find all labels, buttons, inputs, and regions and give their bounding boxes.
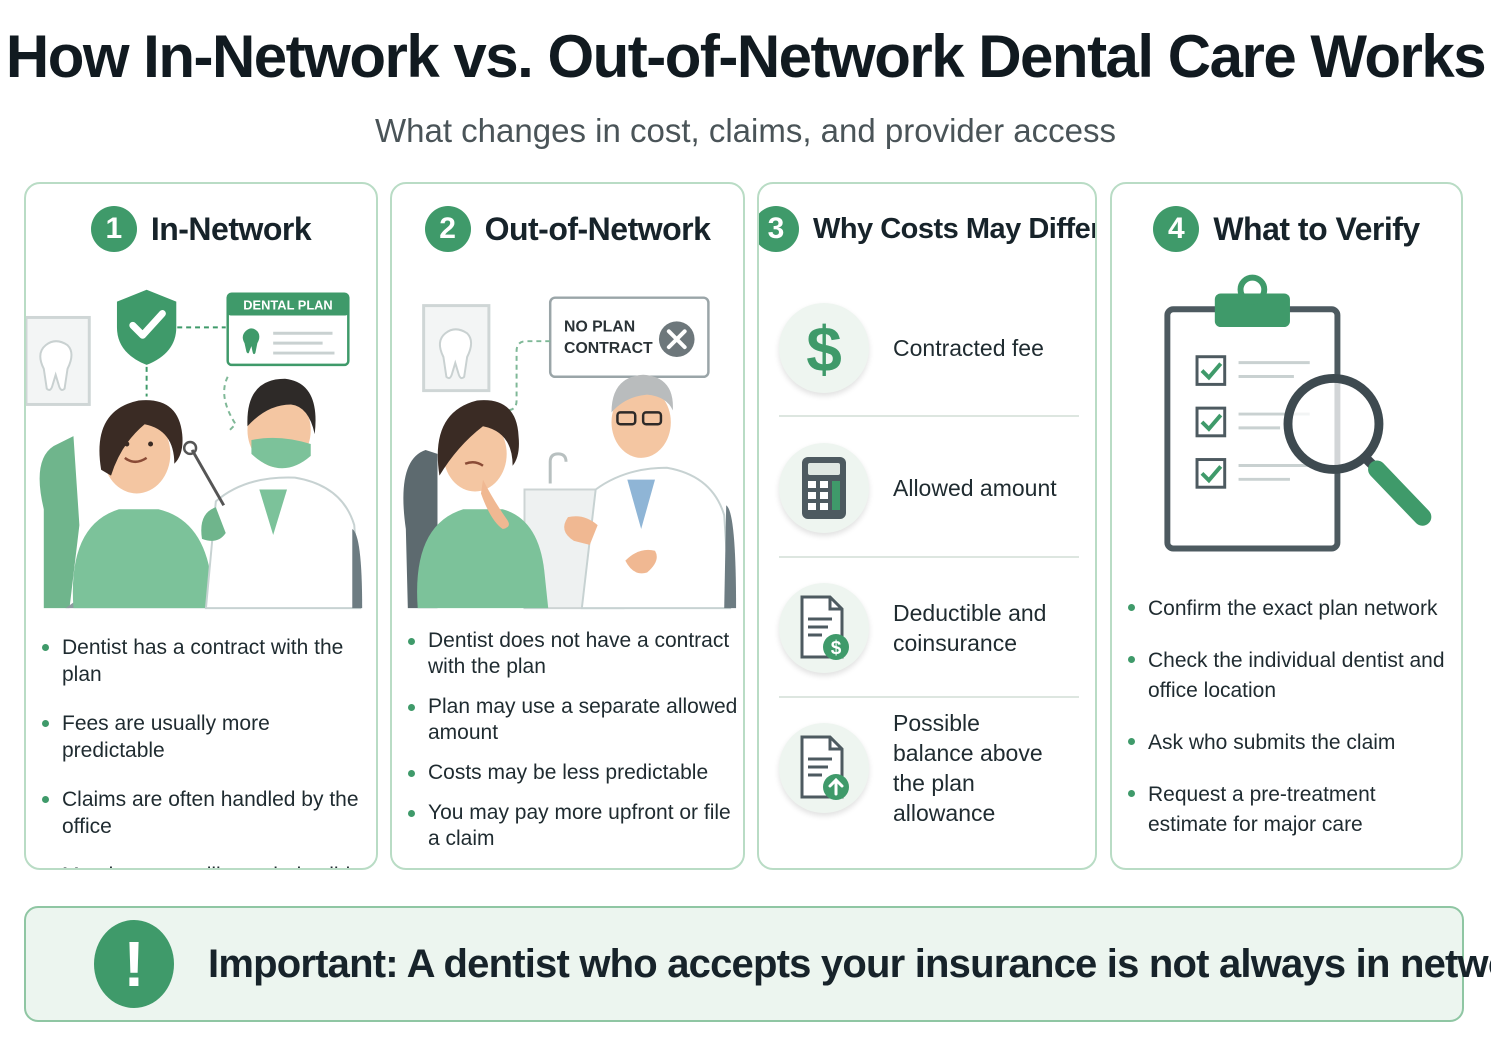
svg-text:$: $ xyxy=(831,638,842,659)
dentist xyxy=(580,466,732,610)
dental-chair xyxy=(39,436,80,609)
list-item: You may pay more upfront or file a claim xyxy=(406,800,738,852)
divider xyxy=(779,556,1079,558)
magnifier-icon xyxy=(1283,374,1432,526)
dental-plan-card: DENTAL PLAN xyxy=(226,292,350,367)
list-item: Costs may be less predictable xyxy=(406,760,738,786)
verify-bullets: Confirm the exact plan network Check the… xyxy=(1126,594,1458,862)
dental-plan-label: DENTAL PLAN xyxy=(243,298,332,313)
cost-item-contracted-fee: $ Contracted fee xyxy=(779,288,1079,408)
list-item: Confirm the exact plan network xyxy=(1126,594,1458,624)
list-item: Dentist has a contract with the plan xyxy=(40,634,372,688)
step-badge: 2 xyxy=(424,206,471,252)
list-item: Ask who submits the claim xyxy=(1126,728,1458,758)
svg-text:$: $ xyxy=(806,313,842,383)
panel-title: Why Costs May Differ xyxy=(812,212,1097,245)
card-line-1: NO PLAN xyxy=(564,318,635,335)
panel-header: 3 Why Costs May Differ xyxy=(759,206,1095,252)
clipboard-icon xyxy=(1164,274,1341,552)
page-subtitle: What changes in cost, claims, and provid… xyxy=(374,112,1116,149)
list-item: Fees are usually more predictable xyxy=(40,710,372,764)
list-item: Check the individual dentist and office … xyxy=(1126,646,1458,706)
panel-title: In-Network xyxy=(150,210,312,247)
page-title: How In-Network vs. Out-of-Network Dental… xyxy=(5,23,1487,90)
step-badge: 1 xyxy=(90,206,137,252)
panel-header: 1 In-Network xyxy=(26,206,376,252)
panel-header: 4 What to Verify xyxy=(1112,206,1461,252)
patient xyxy=(417,509,549,609)
panel-what-to-verify: 4 What to Verify xyxy=(1110,182,1463,870)
checkbox-icon xyxy=(1195,406,1227,438)
card-line-2: CONTRACT xyxy=(564,340,653,357)
cost-item-allowed-amount: Allowed amount xyxy=(779,428,1079,548)
cost-label: Possible balance above the plan allowanc… xyxy=(893,710,1043,826)
in-network-bullets: Dentist has a contract with the plan Fee… xyxy=(40,634,372,868)
exclamation-icon: ! xyxy=(94,920,174,1008)
checkbox-icon xyxy=(1195,458,1227,489)
panel-title: What to Verify xyxy=(1213,210,1420,247)
out-of-network-illustration: NO PLAN CONTRACT xyxy=(403,296,737,610)
list-item: Request a pre-treatment estimate for maj… xyxy=(1126,780,1458,840)
important-banner: ! Important: A dentist who accepts your … xyxy=(24,906,1491,1022)
dollar-icon: $ xyxy=(779,303,869,393)
cost-label: Allowed amount xyxy=(893,475,1057,501)
list-item: Claims are often handled by the office xyxy=(40,786,372,840)
panel-title: Out-of-Network xyxy=(484,210,711,247)
step-badge: 4 xyxy=(1153,206,1200,252)
document-arrow-up-icon xyxy=(779,723,869,813)
divider xyxy=(779,696,1079,698)
dentist xyxy=(204,476,362,610)
calculator-icon xyxy=(779,443,869,533)
list-item: Dentist does not have a contract with th… xyxy=(406,628,738,680)
panel-why-costs-differ: 3 Why Costs May Differ $ Contracted fee … xyxy=(757,182,1097,870)
cost-label: Deductible and coinsurance xyxy=(893,600,1047,656)
important-text: Important: A dentist who accepts your in… xyxy=(208,942,1491,986)
cost-label: Contracted fee xyxy=(893,335,1044,361)
cost-item-balance: Possible balance above the plan allowanc… xyxy=(779,708,1079,828)
divider xyxy=(779,415,1079,417)
list-item: Plan may use a separate allowed amount xyxy=(406,694,738,746)
no-plan-contract-card: NO PLAN CONTRACT xyxy=(548,296,710,379)
panel-in-network: 1 In-Network DENTAL PLAN xyxy=(24,182,378,870)
in-network-illustration: DENTAL PLAN xyxy=(26,289,363,610)
patient xyxy=(72,509,216,609)
clipboard-magnifier-illustration xyxy=(1164,274,1432,552)
list-item: Member may still pay deductible or coins… xyxy=(40,862,372,868)
cost-item-deductible: $ Deductible and coinsurance xyxy=(779,568,1079,688)
checkbox-icon xyxy=(1195,355,1227,386)
document-dollar-icon: $ xyxy=(779,583,869,673)
panel-header: 2 Out-of-Network xyxy=(392,206,743,252)
step-badge: 3 xyxy=(759,206,799,252)
panel-out-of-network: 2 Out-of-Network NO PLAN CONTRACT Den xyxy=(390,182,745,870)
out-of-network-bullets: Dentist does not have a contract with th… xyxy=(406,628,738,866)
